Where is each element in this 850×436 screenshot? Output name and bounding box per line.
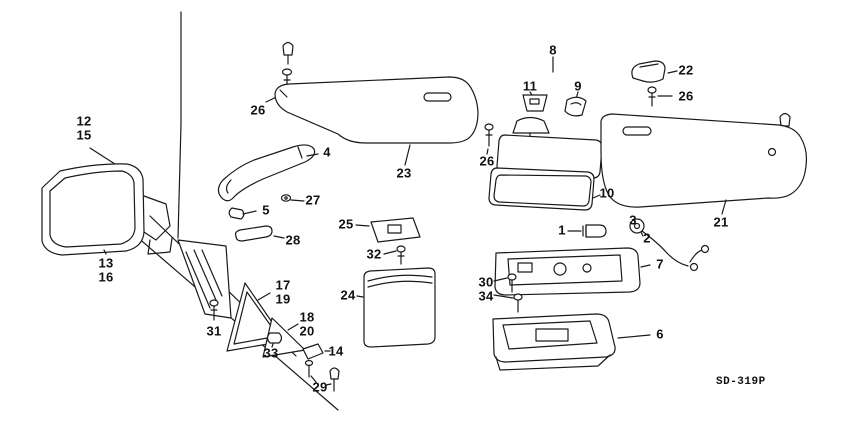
ashtray — [492, 313, 651, 371]
part-label-27: 27 — [305, 192, 321, 208]
corner-trims-and-fasteners — [209, 282, 340, 392]
door-corner-garnish — [177, 239, 232, 319]
part-label-15: 15 — [76, 127, 92, 143]
part-label-28: 28 — [285, 232, 301, 248]
part-label-21: 21 — [713, 214, 729, 230]
part-label-33: 33 — [263, 345, 279, 361]
part-label-14: 14 — [328, 343, 344, 359]
sun-visor-left — [274, 76, 479, 166]
part-label-32: 32 — [366, 246, 382, 262]
bulb-and-socket — [567, 218, 710, 272]
part-label-26: 26 — [479, 153, 495, 169]
part-label-31: 31 — [206, 323, 222, 339]
part-label-13: 13 — [98, 255, 114, 271]
part-label-4: 4 — [323, 144, 331, 160]
rearview-mirror-group — [484, 56, 603, 211]
part-label-30: 30 — [478, 274, 494, 290]
part-label-18: 18 — [299, 309, 315, 325]
part-label-19: 19 — [275, 291, 291, 307]
part-label-25: 25 — [338, 216, 354, 232]
door-mirror — [41, 147, 173, 256]
visor-pin-and-screw-left — [265, 41, 294, 103]
part-label-1: 1 — [558, 222, 566, 238]
grab-handle — [217, 144, 319, 202]
visor-clip-and-screw-right — [631, 60, 678, 107]
console-pocket — [356, 267, 436, 348]
sun-visor-right — [600, 112, 808, 215]
part-label-11: 11 — [522, 78, 538, 94]
part-label-3: 3 — [629, 212, 637, 228]
part-label-26: 26 — [250, 102, 266, 118]
part-label-23: 23 — [396, 165, 412, 181]
part-label-6: 6 — [656, 326, 664, 342]
small-fasteners-left — [228, 194, 305, 242]
part-label-9: 9 — [574, 78, 582, 94]
part-label-17: 17 — [275, 277, 291, 293]
part-label-22: 22 — [678, 62, 694, 78]
part-label-29: 29 — [312, 379, 328, 395]
part-label-2: 2 — [643, 230, 651, 246]
part-label-8: 8 — [549, 42, 557, 58]
part-label-24: 24 — [340, 287, 356, 303]
part-label-16: 16 — [98, 269, 114, 285]
part-label-20: 20 — [299, 323, 315, 339]
part-label-7: 7 — [656, 256, 664, 272]
part-label-10: 10 — [599, 185, 615, 201]
part-label-5: 5 — [262, 202, 270, 218]
diagram-code: SD-319P — [716, 376, 766, 388]
part-label-34: 34 — [478, 288, 494, 304]
bracket-and-screw — [355, 217, 421, 265]
part-label-26: 26 — [678, 88, 694, 104]
console-assembly — [493, 247, 651, 313]
part-label-12: 12 — [76, 113, 92, 129]
